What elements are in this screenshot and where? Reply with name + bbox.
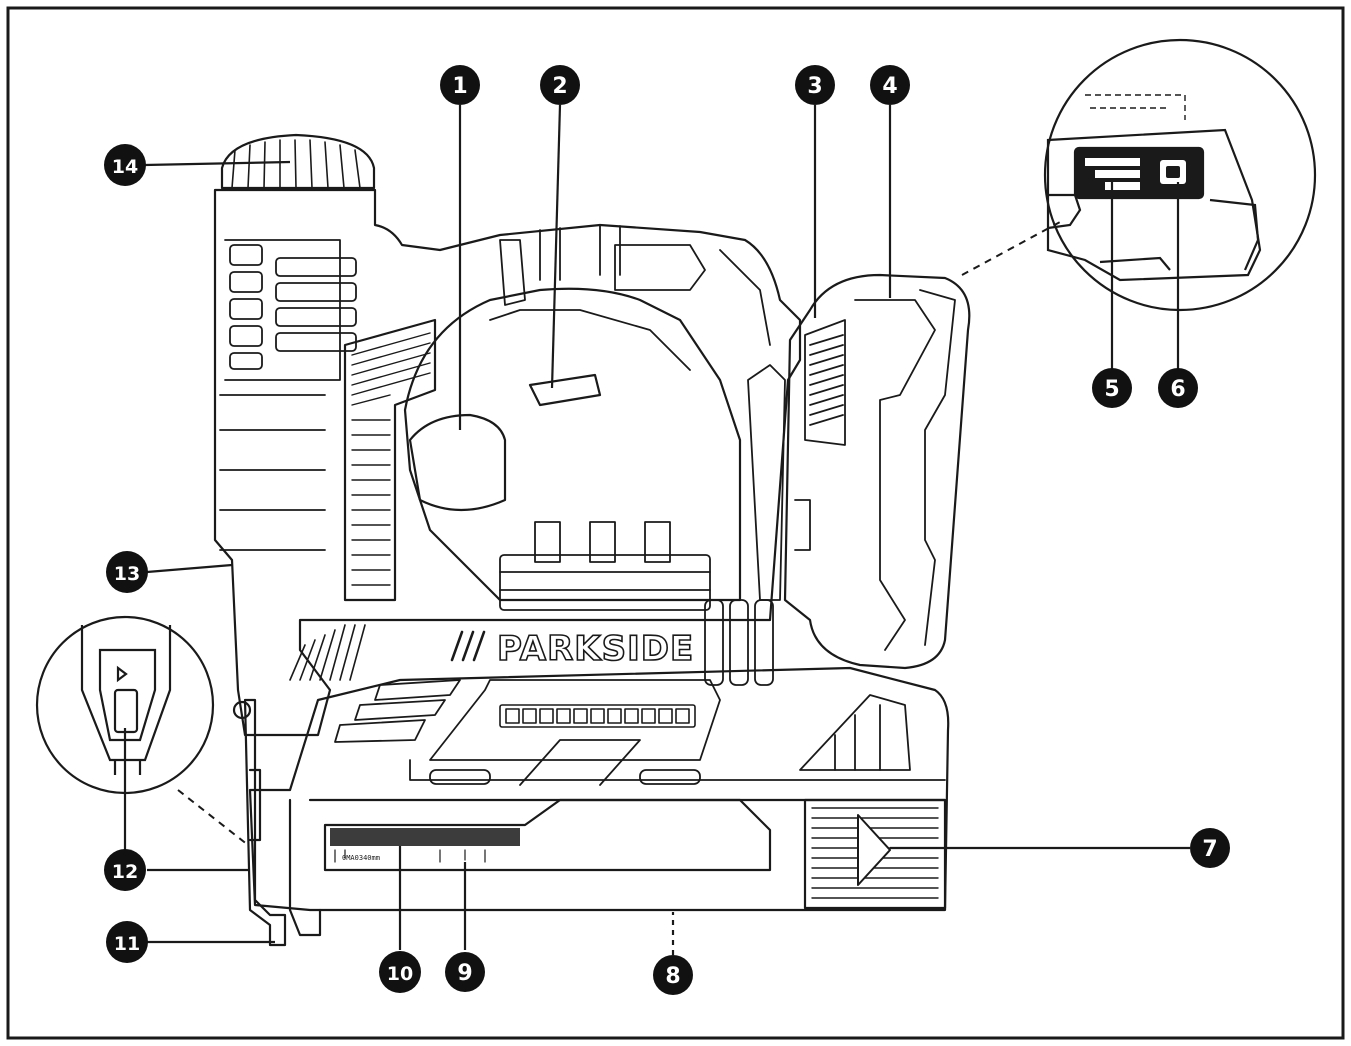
contact-tip (243, 698, 287, 947)
depth-wheel-ribs (231, 139, 361, 189)
callout-3-label: 3 (807, 74, 822, 99)
callout-1: 1 (440, 65, 480, 105)
callout-2: 2 (540, 65, 580, 105)
zoom-leader-battery (961, 221, 1061, 276)
motor-housing (213, 188, 802, 737)
body-clips (499, 521, 774, 686)
trigger-guard (408, 413, 507, 512)
callout-4-label: 4 (882, 74, 897, 99)
callout-11: 11 (106, 921, 148, 963)
battery-indicator-zoom (1043, 38, 1317, 312)
brand-logo-text: PARKSIDE (497, 629, 694, 669)
depth-wheel-outline (220, 133, 376, 190)
leader-2 (550, 104, 562, 389)
callout-9-label: 9 (457, 961, 472, 986)
magazine-scale (330, 828, 520, 863)
magazine-release (803, 798, 947, 910)
callout-5-label: 5 (1104, 377, 1119, 402)
callout-14: 14 (104, 144, 146, 186)
callout-8-label: 8 (665, 964, 680, 989)
leader-14 (144, 160, 291, 167)
callout-8: 8 (653, 955, 693, 995)
battery-pack (783, 273, 971, 670)
callout-7-label: 7 (1202, 837, 1217, 862)
callout-13: 13 (106, 551, 148, 593)
callout-14-label: 14 (112, 156, 138, 178)
callout-10: 10 (379, 951, 421, 993)
callout-10-label: 10 (387, 963, 413, 985)
callout-6: 6 (1158, 368, 1198, 408)
diagram-border (6, 6, 1345, 1040)
callout-4: 4 (870, 65, 910, 105)
callout-3: 3 (795, 65, 835, 105)
brand-slashes (450, 630, 486, 662)
base-housing (248, 666, 950, 912)
callout-12-label: 12 (112, 861, 138, 883)
level-window (499, 704, 696, 728)
trigger (528, 373, 602, 407)
handle (403, 287, 742, 602)
zoom-leader-tip (177, 789, 249, 846)
callout-7: 7 (1190, 828, 1230, 868)
callout-2-label: 2 (552, 74, 567, 99)
battery-details (747, 289, 956, 651)
magazine-scale-text: 0MA0340mm (342, 854, 380, 862)
grip-vent (343, 318, 437, 602)
nose-knob (232, 700, 252, 720)
callout-9: 9 (445, 952, 485, 992)
nose-latch (248, 768, 262, 842)
leader-13 (146, 563, 233, 574)
body-vent-left (289, 624, 366, 681)
callout-6-label: 6 (1170, 377, 1185, 402)
callout-11-label: 11 (114, 933, 140, 955)
tool-drawing: 0MA0340mm (213, 133, 971, 947)
callout-13-label: 13 (114, 563, 140, 585)
leader-lines (123, 104, 1190, 955)
callout-1-label: 1 (452, 74, 467, 99)
callout-12: 12 (104, 849, 146, 891)
handle-contours (489, 225, 771, 371)
callout-5: 5 (1092, 368, 1132, 408)
motor-fins (219, 239, 357, 551)
callouts: 1 2 3 4 5 6 7 8 9 10 11 12 13 14 (104, 65, 1230, 995)
base-details (334, 679, 946, 786)
